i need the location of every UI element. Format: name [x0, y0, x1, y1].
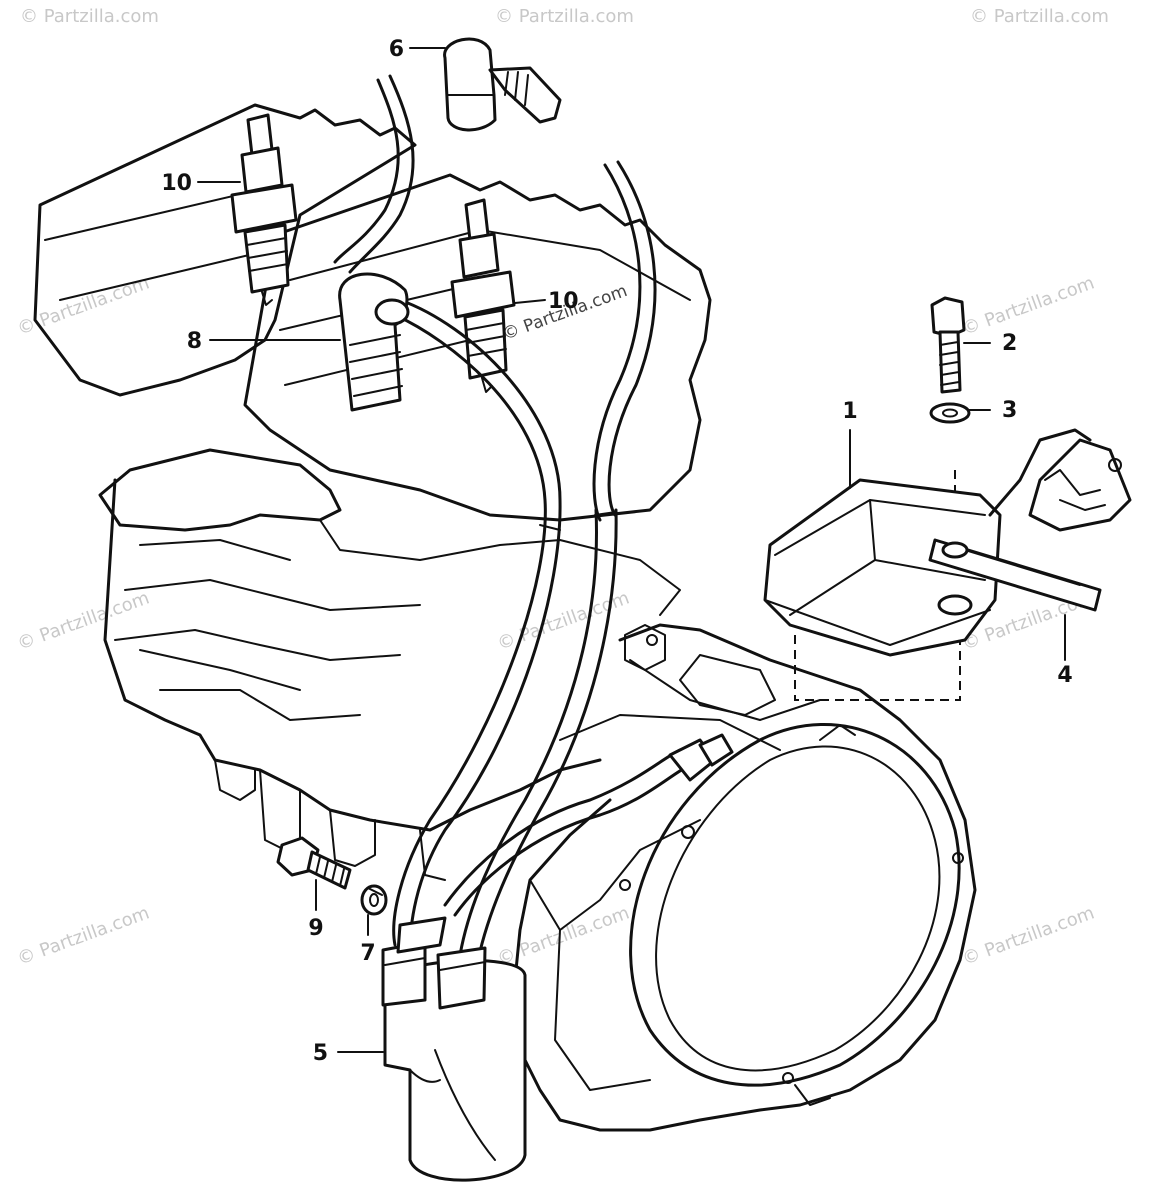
- voltage-regulator: [763, 428, 1132, 657]
- callout-9: 9: [308, 916, 323, 941]
- callout-1: 1: [842, 399, 857, 424]
- callout-6: 6: [389, 37, 404, 62]
- bolt: [930, 296, 966, 394]
- callout-3: 3: [1002, 398, 1017, 423]
- ignition-coil: [381, 916, 527, 1182]
- callout-10-left: 10: [161, 171, 192, 196]
- callout-10-right: 10: [548, 289, 579, 314]
- watermark: © Partzilla.com: [20, 6, 159, 27]
- watermark: © Partzilla.com: [15, 587, 153, 654]
- callout-8: 8: [187, 329, 202, 354]
- coil-bolt: [276, 836, 352, 890]
- spark-plug-left: [230, 113, 298, 306]
- watermark-layer: © Partzilla.com © Partzilla.com © Partzi…: [15, 6, 1109, 970]
- watermark: © Partzilla.com: [960, 902, 1098, 969]
- callout-2: 2: [1002, 331, 1017, 356]
- callout-leaders: [197, 47, 1066, 1053]
- watermark: © Partzilla.com: [495, 902, 633, 969]
- mount-leader-dashed: [794, 620, 961, 701]
- primary-wire: [443, 733, 734, 917]
- spark-plug-right: [450, 198, 516, 393]
- watermark: © Partzilla.com: [970, 6, 1109, 27]
- watermark: © Partzilla.com: [960, 272, 1098, 339]
- washer: [929, 402, 971, 424]
- lock-washer: [360, 884, 388, 916]
- callout-4: 4: [1057, 663, 1072, 688]
- callout-7: 7: [360, 941, 375, 966]
- callout-5: 5: [313, 1041, 328, 1066]
- high-tension-wires: [333, 74, 657, 962]
- callout-labels: 1 2 3 4 5 6 7 8 9 10 10: [161, 37, 1072, 1066]
- spark-plug-cap: [443, 37, 562, 132]
- watermark: © Partzilla.com: [495, 6, 634, 27]
- wire-clamp: [338, 272, 410, 412]
- watermark: © Partzilla.com: [15, 902, 153, 969]
